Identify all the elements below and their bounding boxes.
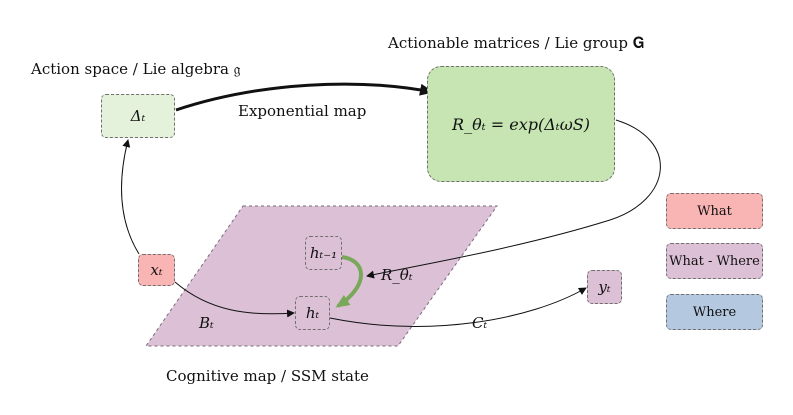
rotation-matrix-node: R_θₜ = exp(ΔₜωS) [427, 66, 615, 182]
state-transition-arrow [335, 255, 363, 308]
c-edge-label: Cₜ [472, 314, 488, 332]
h-to-y-arrow [329, 287, 587, 327]
action-space-label: Action space / Lie algebra 𝔤 [31, 60, 241, 78]
exponential-map-label: Exponential map [238, 102, 367, 120]
rotation-to-h-arrow [366, 119, 661, 279]
cognitive-map-label: Cognitive map / SSM state [166, 367, 369, 385]
cognitive-map-plane [145, 205, 498, 347]
exponential-map-arrow [175, 82, 434, 112]
y-output-node: yₜ [587, 270, 622, 304]
legend-what: What [666, 193, 763, 229]
x-to-delta-arrow [121, 139, 140, 255]
r-edge-label: R_θₜ [381, 266, 413, 284]
actionable-matrices-label: Actionable matrices / Lie group 𝐆 [388, 34, 645, 52]
h-state-node: hₜ [295, 296, 330, 330]
x-input-node: xₜ [138, 254, 175, 286]
h-prev-node: hₜ₋₁ [305, 236, 342, 270]
x-to-h-arrow [174, 281, 295, 318]
b-edge-label: Bₜ [199, 314, 214, 332]
delta-node: Δₜ [101, 94, 175, 138]
legend-what-where: What - Where [666, 243, 763, 279]
legend-where: Where [666, 294, 763, 330]
